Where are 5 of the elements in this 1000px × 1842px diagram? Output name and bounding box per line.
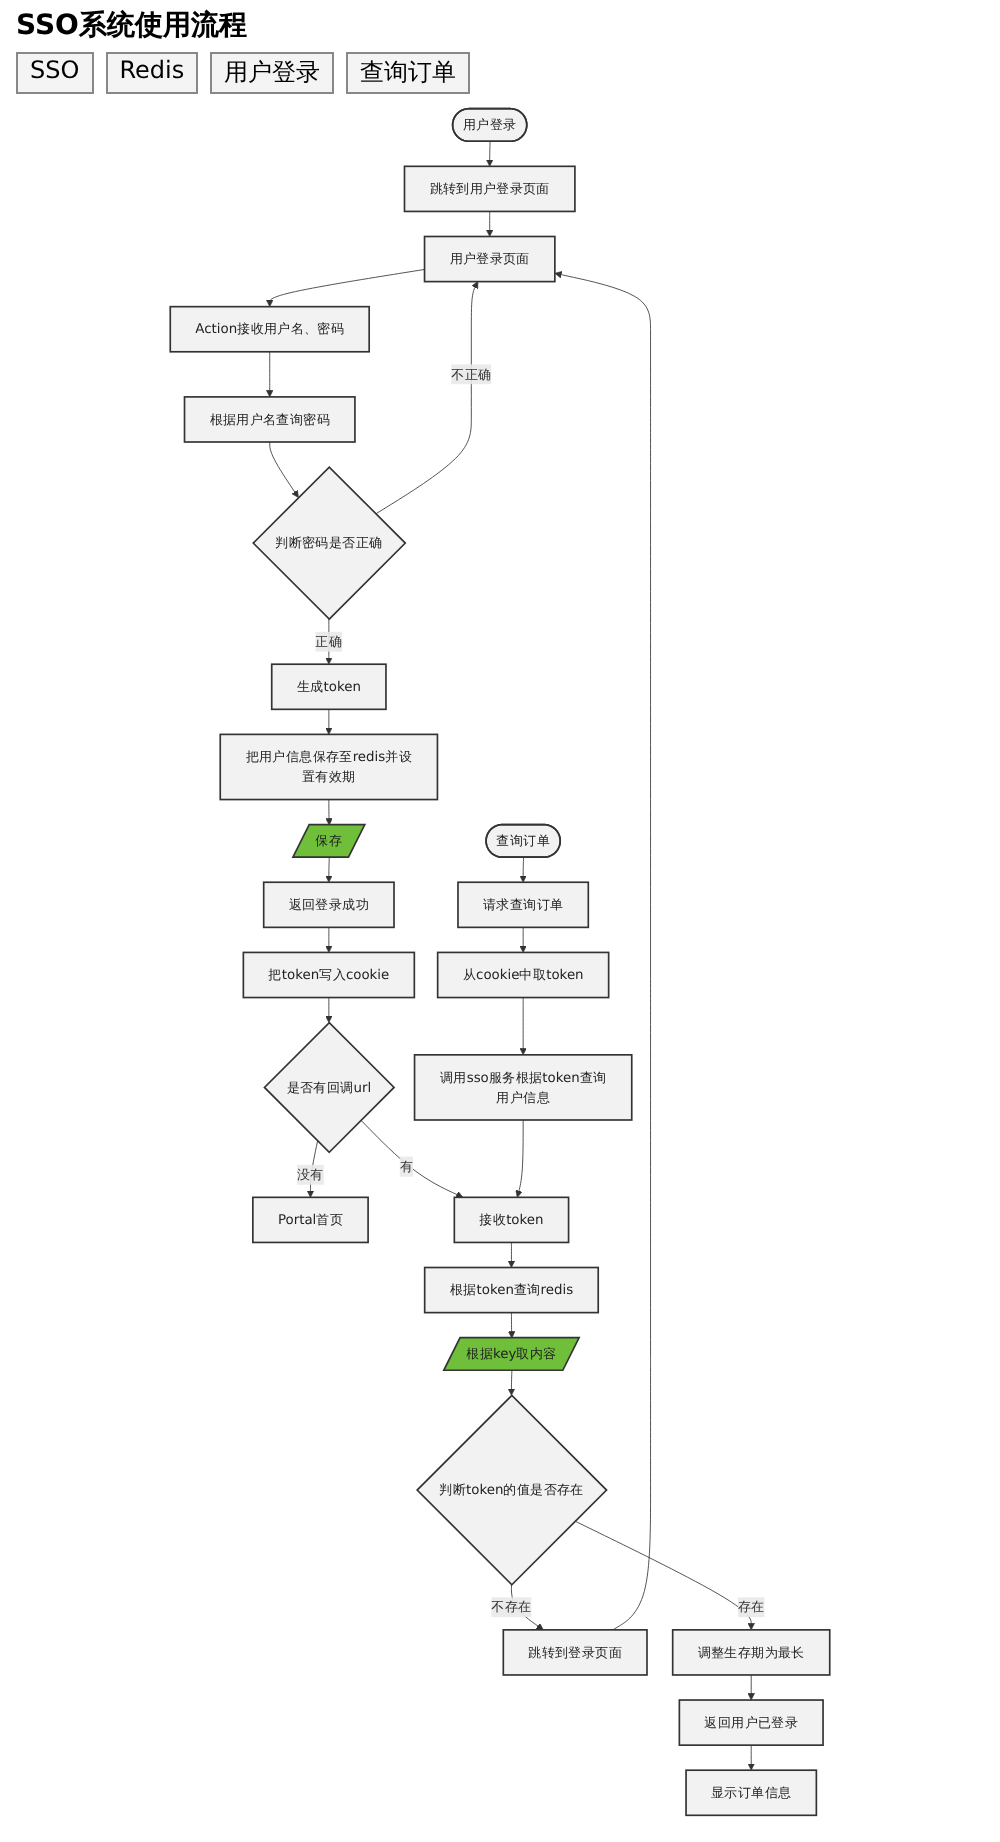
lane-label: 用户登录 [210, 52, 335, 94]
lane-label: Redis [105, 52, 199, 94]
lane-label: SSO [16, 52, 94, 94]
lane-label: 查询订单 [346, 52, 471, 94]
diagram-title: SSO系统使用流程 [14, 7, 249, 46]
